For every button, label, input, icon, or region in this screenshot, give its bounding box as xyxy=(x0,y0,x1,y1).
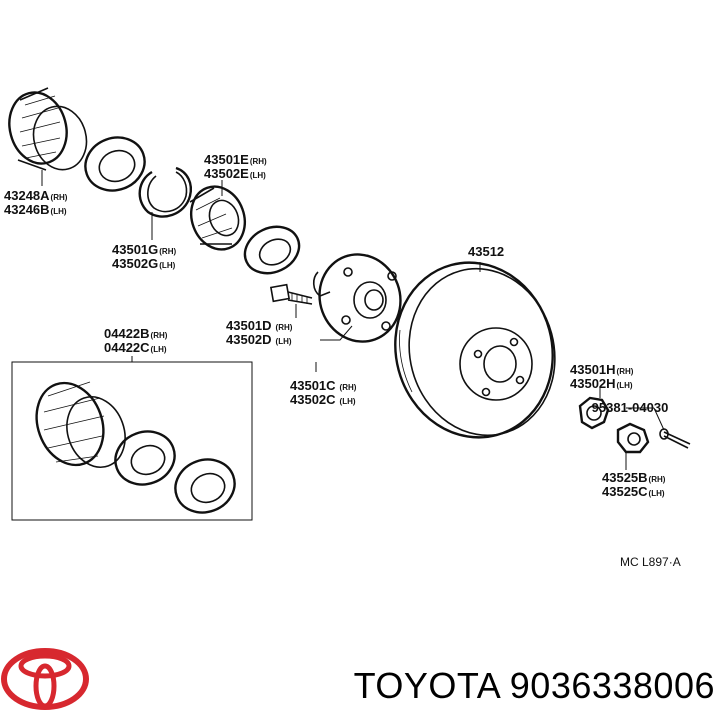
label-nut-rh: 43501H(RH) xyxy=(570,362,634,377)
label-bearing-lh: 43502E(LH) xyxy=(204,166,266,181)
leader-lines xyxy=(41,170,665,470)
snap-ring xyxy=(138,166,192,218)
label-bearing-rh: 43501E(RH) xyxy=(204,152,267,167)
toyota-logo-icon xyxy=(1,648,89,710)
diagram-code: MC L897·A xyxy=(620,555,681,569)
footer-title: TOYOTA 9036338006 xyxy=(330,665,715,707)
brake-disc xyxy=(394,261,556,439)
label-nut-lh: 43502H(LH) xyxy=(570,376,633,391)
label-outer-seal-lh: 43246B(LH) xyxy=(4,202,67,217)
label-hub-lh: 43502C(LH) xyxy=(290,392,356,407)
label-disc: 43512 xyxy=(468,244,504,259)
label-lock-cap-lh: 43525C(LH) xyxy=(602,484,665,499)
hub-nut xyxy=(578,396,610,430)
outer-oil-seal xyxy=(8,87,88,171)
part-number: 9036338006 xyxy=(509,665,715,706)
nut-lock-cap xyxy=(616,422,650,454)
inner-bearing xyxy=(189,185,246,251)
label-lock-cap-rh: 43525B(RH) xyxy=(602,470,666,485)
brand-name: TOYOTA xyxy=(353,665,500,706)
cotter-pin xyxy=(659,428,691,449)
axle-hub xyxy=(312,253,402,343)
label-kit-rh: 04422B(RH) xyxy=(104,326,168,341)
bearing-kit-box xyxy=(11,361,253,521)
label-bolt-lh: 43502D(LH) xyxy=(226,332,292,347)
bearing-outer-race xyxy=(84,136,146,192)
label-cotter-pin: 95381-04030 xyxy=(592,400,669,415)
label-hub-rh: 43501C(RH) xyxy=(290,378,357,393)
inner-seal xyxy=(243,225,301,275)
label-snap-ring-rh: 43501G(RH) xyxy=(112,242,176,257)
label-bolt-rh: 43501D(RH) xyxy=(226,318,293,333)
label-snap-ring-lh: 43502G(LH) xyxy=(112,256,176,271)
hub-bolt xyxy=(269,283,313,305)
label-kit-lh: 04422C(LH) xyxy=(104,340,167,355)
label-outer-seal-rh: 43248A(RH) xyxy=(4,188,68,203)
